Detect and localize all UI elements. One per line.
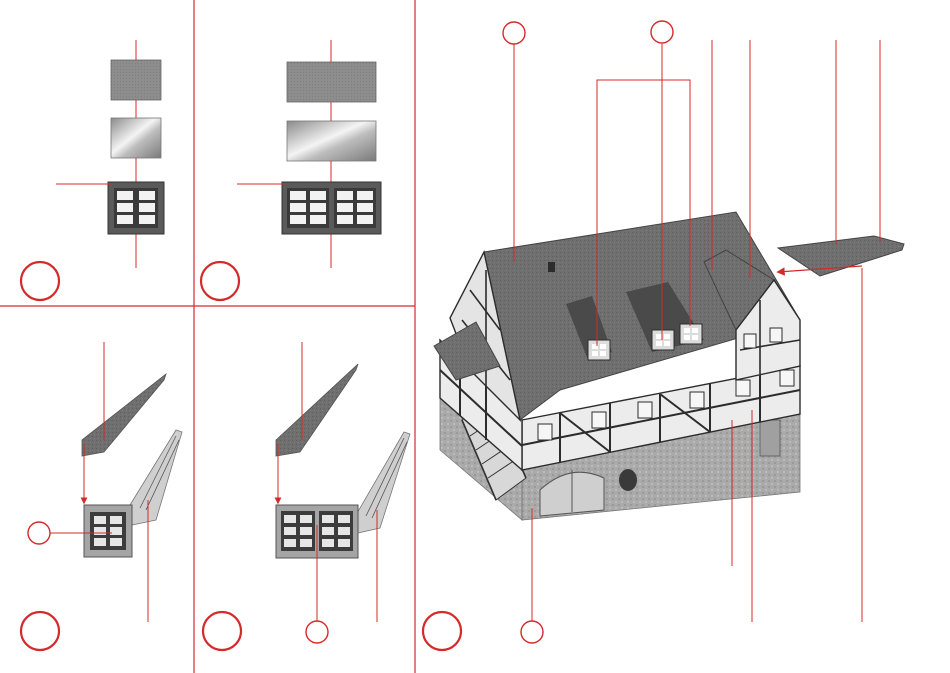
step-right-panel <box>423 21 904 650</box>
step-top-middle-panel <box>201 40 381 300</box>
step-marker-icon <box>21 262 59 300</box>
frosted-sheet <box>111 60 161 100</box>
callout-marker-icon <box>503 22 525 44</box>
dormer-front <box>84 505 132 557</box>
step-marker-icon <box>203 612 241 650</box>
window-frame-single <box>108 182 164 234</box>
clear-glazing-sheet <box>287 121 376 161</box>
cellar-opening <box>619 469 637 491</box>
callout-marker-icon <box>651 21 673 43</box>
dormer-side-wall <box>130 430 182 525</box>
dormer-roof-plate <box>82 374 166 456</box>
step-marker-icon <box>423 612 461 650</box>
callout-marker-icon <box>28 522 50 544</box>
step-bottom-middle-panel <box>203 342 410 650</box>
step-top-left-panel <box>21 40 164 300</box>
step-marker-icon <box>201 262 239 300</box>
step-marker-icon <box>21 612 59 650</box>
clear-glazing-sheet <box>111 118 161 158</box>
step-bottom-left-panel <box>21 342 182 650</box>
dormer-side-wall <box>356 432 410 533</box>
callout-marker-icon <box>306 621 328 643</box>
frosted-sheet <box>287 62 376 102</box>
window-frame-double <box>282 182 381 234</box>
callout-marker-icon <box>521 621 543 643</box>
chimney <box>548 262 555 272</box>
side-door <box>760 420 780 456</box>
dormer-roof-plate <box>276 364 358 456</box>
roof-plate-part <box>778 236 904 276</box>
